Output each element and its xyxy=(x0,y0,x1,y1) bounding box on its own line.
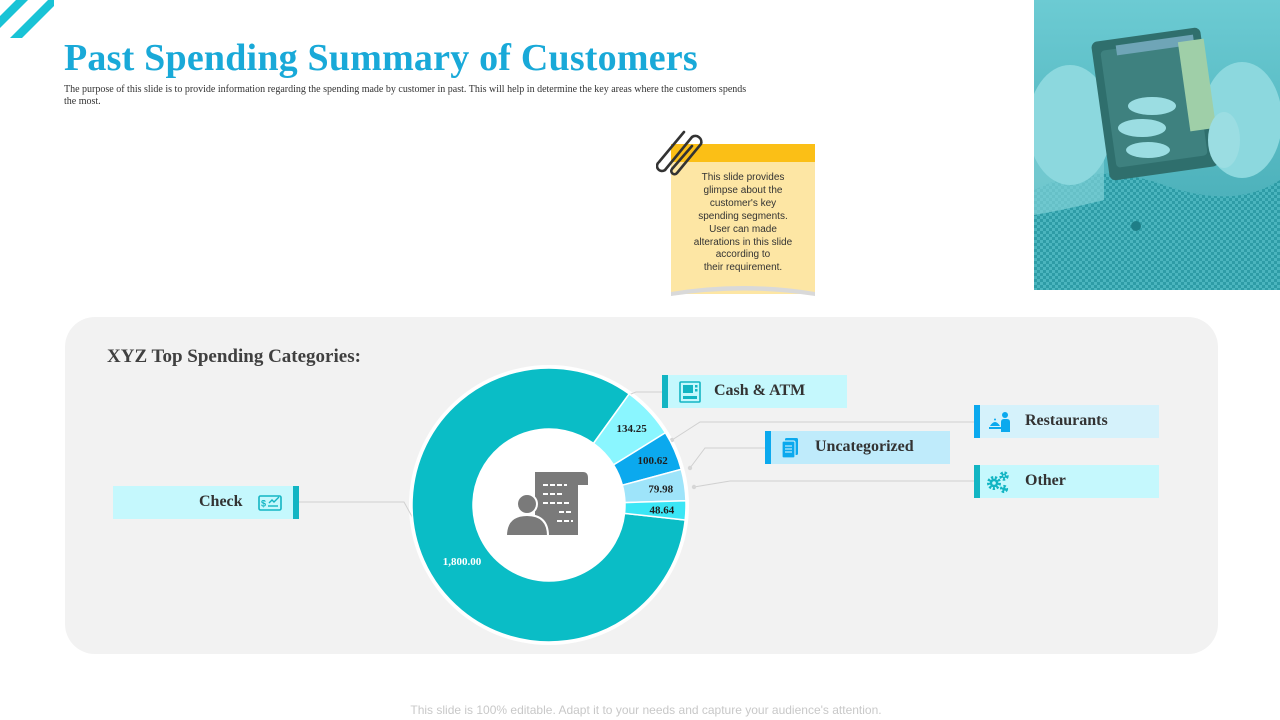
paperclip-icon xyxy=(656,130,703,176)
leader-line-4 xyxy=(693,480,974,488)
note-line: User can made xyxy=(709,223,777,235)
note-line: glimpse about the xyxy=(703,184,783,196)
value-label-cash-atm: 134.25 xyxy=(617,423,648,435)
corner-decoration xyxy=(0,0,54,38)
legend-label-check: Check xyxy=(199,493,243,510)
legend-restaurants: Restaurants xyxy=(974,405,1159,438)
legend-accent-bar xyxy=(765,431,771,464)
value-label-other: 48.64 xyxy=(650,504,675,516)
wallet-photo xyxy=(1034,0,1280,290)
legend-label-other: Other xyxy=(1025,472,1066,489)
atm-icon xyxy=(679,381,701,403)
legend-cash-atm: Cash & ATM xyxy=(662,375,847,408)
slice-check xyxy=(411,367,687,643)
note-line: according to xyxy=(715,249,771,261)
note-curl xyxy=(671,286,815,296)
note-line: customer's key xyxy=(709,197,777,209)
check-icon: $ xyxy=(258,495,282,511)
legend-label-restaurants: Restaurants xyxy=(1025,412,1108,429)
sticky-note: This slide provides glimpse about the cu… xyxy=(656,126,818,298)
legend-other: Other xyxy=(974,465,1159,498)
gears-icon xyxy=(987,471,1009,494)
document-icon xyxy=(781,438,798,459)
footer-note: This slide is 100% editable. Adapt it to… xyxy=(410,703,882,717)
contract-icon xyxy=(504,472,588,537)
legend-label-cash-atm: Cash & ATM xyxy=(714,382,806,399)
note-paper xyxy=(671,144,815,294)
svg-text:$: $ xyxy=(261,499,266,509)
restaurant-icon xyxy=(989,412,1010,432)
legend-accent-bar xyxy=(974,405,980,438)
note-line: spending segments. xyxy=(698,210,788,222)
value-label-uncategorized: 100.62 xyxy=(638,455,669,467)
value-label-check: 1,800.00 xyxy=(443,556,482,568)
page-subtitle: The purpose of this slide is to provide … xyxy=(64,84,747,107)
legend-uncategorized: Uncategorized xyxy=(765,431,950,464)
value-label-restaurants: 79.98 xyxy=(648,483,673,495)
page-title: Past Spending Summary of Customers xyxy=(64,37,698,79)
note-line: This slide provides xyxy=(701,172,785,183)
note-text: This slide provides glimpse about the cu… xyxy=(682,172,804,275)
chart-title: XYZ Top Spending Categories: xyxy=(107,346,361,367)
legend-accent-bar xyxy=(293,486,299,519)
legend-check: Check $ xyxy=(113,486,299,519)
note-line: their requirement. xyxy=(703,262,783,274)
legend-label-uncategorized: Uncategorized xyxy=(815,438,914,455)
leader-line-3 xyxy=(689,447,765,469)
legend-accent-bar xyxy=(974,465,980,498)
leader-dot-4 xyxy=(691,484,697,490)
leader-line-2 xyxy=(671,421,974,441)
note-band xyxy=(671,144,815,162)
legend-accent-bar xyxy=(662,375,668,408)
leader-dot-3 xyxy=(687,465,693,471)
leader-line-0 xyxy=(299,501,416,523)
slice-other xyxy=(623,499,687,521)
note-line: alterations in this slide xyxy=(693,236,793,248)
